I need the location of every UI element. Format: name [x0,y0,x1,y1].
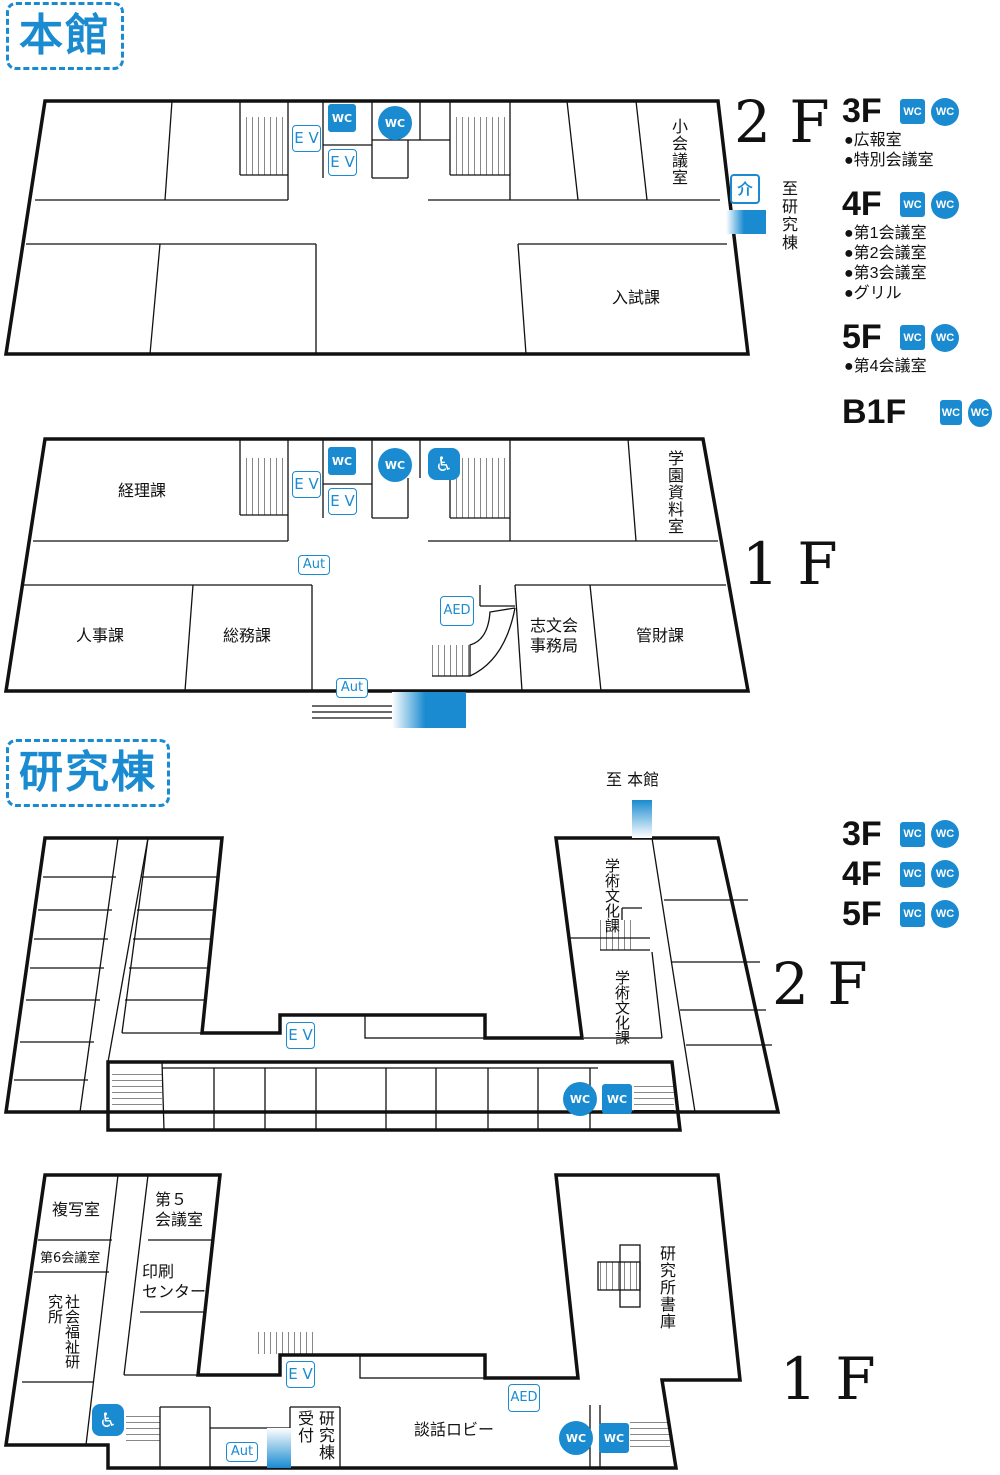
aed-icon: AED [508,1384,540,1412]
wc-icon: WC [900,861,925,887]
wc-icon: WC [931,900,959,928]
wc-icon: WC [602,1084,632,1114]
shibunkai-office-2: 事務局 [530,636,579,655]
social-welfare-institute: 社会福祉研究所 [46,1294,81,1369]
elevator-icon: E V [286,1361,315,1388]
wc-icon: WC [900,192,925,217]
wc-icon: WC [599,1423,629,1453]
general-affairs-office: 総務課 [223,626,272,645]
meeting-room-5-line1: 第５ [155,1190,188,1209]
wheelchair-icon: ♿ [428,448,460,480]
main-2f-label: 2 F [734,88,830,156]
main-building-title: 本館 [6,2,124,70]
personnel-office: 人事課 [76,626,125,645]
small-meeting-room: 小会議室 [672,117,689,187]
to-research-building-label: 至研究棟 [782,179,799,252]
elevator-icon: E V [328,149,357,176]
wc-icon: WC [931,860,959,888]
research-building-title: 研究棟 [6,739,170,807]
reception-desk: 受付 [298,1409,315,1445]
elevator-icon: E V [292,471,321,498]
wc-icon: WC [559,1421,593,1455]
academic-culture-office: 学術文化課 [603,858,621,933]
meeting-room-5-line2: 会議室 [155,1210,204,1229]
wc-icon: WC [900,325,925,350]
academic-culture-office-2: 学術文化課 [613,970,631,1045]
research-building-sign: 研究棟 [319,1409,336,1462]
wc-icon: WC [931,190,959,219]
archives-room: 学園資料室 [668,449,685,536]
wheelchair-icon: ♿ [92,1404,124,1436]
wc-icon: WC [931,97,959,126]
auto-door-icon: Aut [298,555,330,575]
meeting-room-6: 第6会議室 [40,1251,101,1266]
asset-management-office: 管財課 [636,626,685,645]
care-icon: 介 [730,174,760,204]
wc-icon: WC [940,400,962,425]
wc-icon: WC [967,398,992,427]
wc-icon: WC [900,901,925,927]
institute-library: 研究所書庫 [660,1244,677,1331]
wc-icon: WC [378,448,412,482]
elevator-icon: E V [292,125,321,152]
to-main-building-label: 至 本館 [606,770,660,789]
accounting-office: 経理課 [118,481,167,500]
main-1f-label: 1 F [742,530,838,598]
research-2f-label: 2 F [772,950,868,1018]
aed-icon: AED [440,596,474,626]
wc-icon: WC [931,820,959,848]
shibunkai-office: 志文会 [530,616,579,635]
research-1f-label: 1 F [780,1345,876,1413]
lounge-lobby: 談話ロビー [414,1420,495,1439]
wc-icon: WC [563,1082,597,1116]
print-center-line1: 印刷 [142,1262,175,1281]
elevator-icon: E V [286,1022,315,1049]
elevator-icon: E V [328,488,357,515]
auto-door-icon: Aut [336,678,368,698]
copy-room: 複写室 [52,1200,101,1219]
wc-icon: WC [900,99,925,124]
auto-door-icon: Aut [226,1442,258,1462]
wc-icon: WC [378,106,412,140]
wc-icon: WC [328,447,356,475]
wc-icon: WC [900,821,925,847]
print-center-line2: センター [142,1282,207,1301]
wc-icon: WC [328,104,356,132]
wc-icon: WC [931,323,959,352]
admissions-office: 入試課 [612,288,661,307]
